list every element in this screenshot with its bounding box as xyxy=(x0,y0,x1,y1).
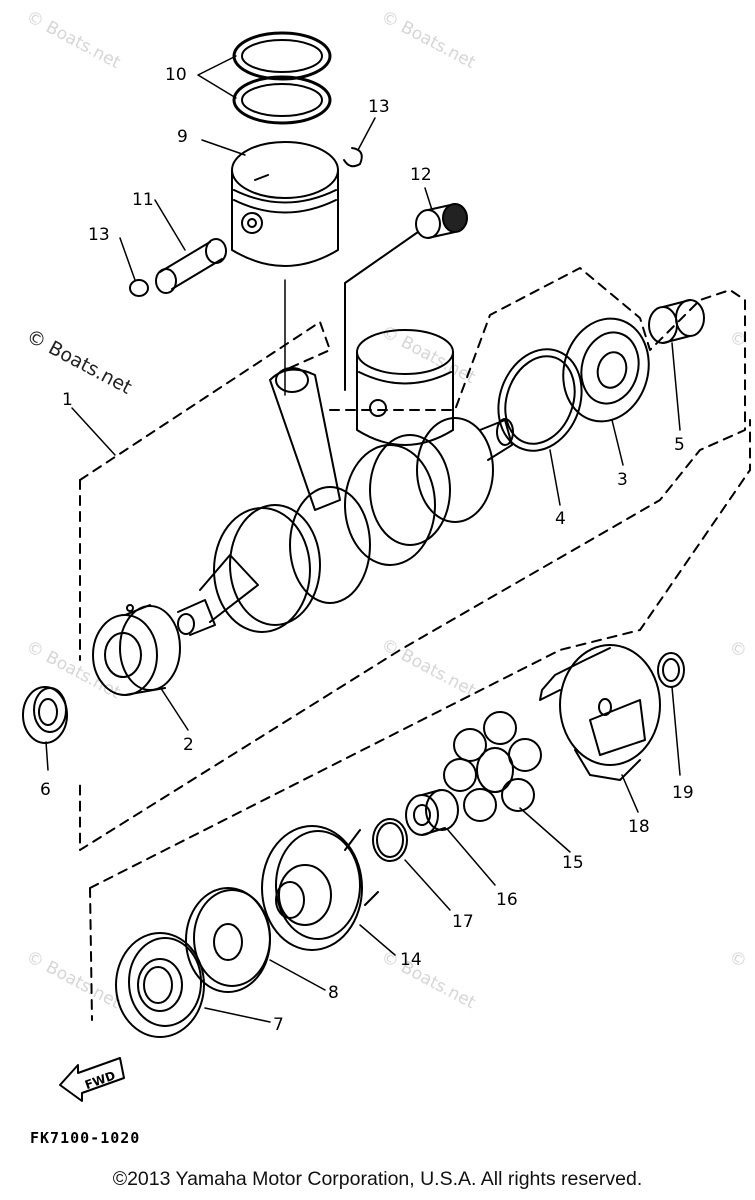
callout-13-left: 13 xyxy=(88,225,110,245)
callout-14: 14 xyxy=(400,950,422,970)
fwd-label: FWD xyxy=(83,1068,117,1092)
oil-seal-front xyxy=(116,933,204,1037)
bearing-left xyxy=(93,605,180,695)
washer-inner xyxy=(663,659,679,681)
collar xyxy=(649,300,704,343)
spacer xyxy=(406,790,458,835)
coupling-flange xyxy=(262,826,378,950)
plate xyxy=(186,888,270,992)
callout-10: 10 xyxy=(165,65,187,85)
watermark-9: © xyxy=(726,327,750,353)
piston xyxy=(232,142,338,266)
watermark-7: © Boats.net xyxy=(23,947,124,1014)
copyright-notice: ©2013 Yamaha Motor Corporation, U.S.A. A… xyxy=(112,1168,643,1190)
callout-11: 11 xyxy=(132,190,154,210)
watermark-6: © Boats.net xyxy=(378,635,479,702)
crankshaft-group-boundary xyxy=(80,268,745,850)
coupling-group-boundary xyxy=(90,420,750,1020)
watermark-1: © Boats.net xyxy=(23,7,124,74)
crankshaft xyxy=(178,330,513,635)
leader-bearing-12 xyxy=(345,232,418,390)
callout-15: 15 xyxy=(562,853,584,873)
clip-left xyxy=(130,280,148,296)
callout-8: 8 xyxy=(328,983,339,1003)
piston-rings xyxy=(234,33,330,123)
watermark-3: © Boats.net xyxy=(23,325,136,399)
callout-2: 2 xyxy=(183,735,194,755)
washer xyxy=(658,653,684,687)
callout-12: 12 xyxy=(410,165,432,185)
circlip-ring xyxy=(485,337,596,462)
coupling-housing xyxy=(540,645,660,780)
callout-1: 1 xyxy=(62,390,73,410)
drawing-code: FK7100-1020 xyxy=(30,1129,140,1147)
watermark-8: © Boats.net xyxy=(378,947,479,1014)
clip-top xyxy=(344,148,362,166)
piston-pin xyxy=(156,239,226,293)
callout-3: 3 xyxy=(617,470,628,490)
watermark-11: © xyxy=(726,947,750,973)
fwd-arrow-icon xyxy=(60,1058,124,1101)
needle-bearing xyxy=(416,204,467,238)
callout-numbers: 1 2 3 4 5 6 7 8 9 10 11 12 13 13 14 15 1… xyxy=(40,65,694,1035)
callout-7: 7 xyxy=(273,1015,284,1035)
watermark-10: © xyxy=(726,637,750,663)
callout-19: 19 xyxy=(672,783,694,803)
callout-17: 17 xyxy=(452,912,474,932)
bearing-right xyxy=(552,309,660,431)
watermark-2: © Boats.net xyxy=(378,7,479,74)
leader-lines xyxy=(46,56,680,1022)
callout-18: 18 xyxy=(628,817,650,837)
o-ring-inner xyxy=(377,823,403,857)
o-ring xyxy=(373,819,407,861)
callout-5: 5 xyxy=(674,435,685,455)
callout-9: 9 xyxy=(177,127,188,147)
callout-4: 4 xyxy=(555,509,566,529)
callout-16: 16 xyxy=(496,890,518,910)
damper xyxy=(444,712,541,821)
callout-13-top: 13 xyxy=(368,97,390,117)
oil-seal-left xyxy=(23,687,67,743)
callout-6: 6 xyxy=(40,780,51,800)
